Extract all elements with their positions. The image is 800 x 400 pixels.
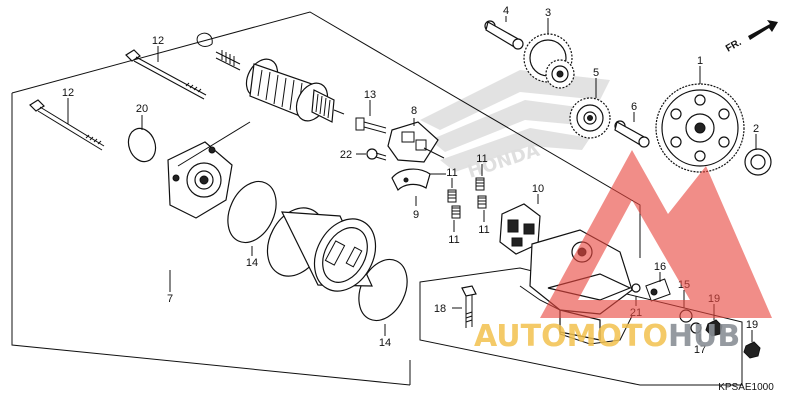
watermark-part-2: HUB	[668, 319, 740, 354]
reduction-gear-3	[523, 33, 575, 89]
front-direction-arrow: FR.	[724, 20, 778, 55]
idle-gear-5	[569, 97, 611, 139]
screw-22	[366, 148, 387, 161]
callout-14-a: 14	[246, 257, 258, 269]
watermark-mountain-mark	[540, 150, 772, 318]
callout-9: 9	[413, 209, 419, 221]
brush-springs-11	[447, 177, 487, 219]
motor-end-cover	[167, 141, 233, 219]
screw-13	[355, 117, 387, 134]
nut-19-lower	[743, 341, 761, 359]
callout-4: 4	[503, 5, 509, 17]
callout-2: 2	[753, 123, 759, 135]
pin-4	[484, 20, 524, 50]
callout-3: 3	[545, 7, 551, 19]
callout-7: 7	[167, 293, 173, 305]
pinion-16	[645, 278, 671, 302]
callout-12-a: 12	[152, 35, 164, 47]
diagram-code: KPSAE1000	[718, 382, 774, 393]
callout-19-b: 19	[746, 319, 758, 331]
bolt-12-upper	[125, 49, 207, 100]
brush-plate-9	[391, 168, 446, 192]
callout-17: 17	[694, 344, 706, 356]
callout-12-b: 12	[62, 87, 74, 99]
bracket-group-frame	[419, 267, 743, 386]
callout-22: 22	[340, 149, 352, 161]
callout-14-b: 14	[379, 337, 391, 349]
watermark-part-1: AUTOMOTO	[474, 319, 668, 354]
callout-6: 6	[631, 101, 637, 113]
callout-1: 1	[697, 55, 703, 67]
callout-11-d: 11	[478, 224, 489, 236]
callout-8: 8	[411, 105, 417, 117]
nut-19-upper	[705, 319, 723, 337]
motor-assembly-frame	[11, 11, 641, 386]
bolt-18	[461, 285, 477, 328]
callout-11-a: 11	[446, 167, 457, 179]
callout-5: 5	[593, 67, 599, 79]
fr-label: FR.	[724, 37, 744, 55]
o-ring-21	[631, 283, 641, 293]
callout-13: 13	[364, 89, 376, 101]
o-ring-20	[127, 127, 157, 163]
snap-ring	[196, 32, 213, 47]
motor-yoke-housing	[266, 207, 377, 292]
brush-holder-8	[387, 121, 445, 163]
watermark-mark-shape	[540, 150, 772, 318]
callout-11-c: 11	[448, 234, 459, 246]
callout-10: 10	[532, 183, 544, 195]
shaft-6	[614, 120, 650, 148]
collar-2	[744, 148, 772, 176]
svg-text:AUTOMOTOHUB: AUTOMOTOHUB	[474, 319, 740, 354]
bolt-12-lower	[29, 99, 105, 151]
washer-17	[690, 322, 702, 334]
callout-labels: 1 2 3 4 5 6 7 8 9 10 11 11 11 11 12 12 1…	[62, 5, 759, 356]
watermark-text: AUTOMOTOHUB	[474, 319, 740, 354]
armature	[215, 50, 345, 123]
leader-lines	[67, 16, 757, 342]
starter-driven-gear-1	[655, 83, 745, 173]
callout-18: 18	[434, 303, 446, 315]
callout-16: 16	[654, 261, 666, 273]
callout-20: 20	[136, 103, 148, 115]
o-ring-14-front	[227, 180, 277, 244]
callout-11-b: 11	[476, 153, 487, 165]
